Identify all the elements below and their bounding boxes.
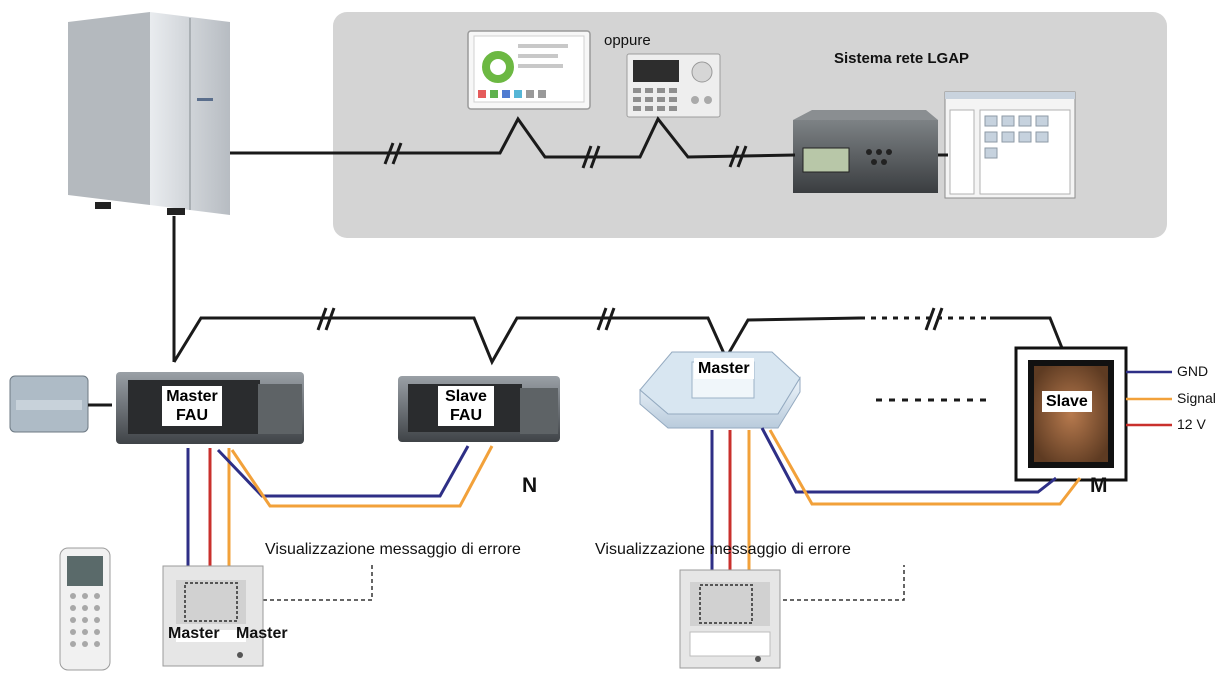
error-display-connectors — [256, 565, 905, 601]
m-label: M — [1090, 474, 1108, 497]
touch-screen-controller — [467, 30, 591, 110]
master-fau-tag-line2: FAU — [176, 407, 208, 424]
12v-label: 12 V — [1177, 416, 1206, 432]
gnd-label: GND — [1177, 363, 1209, 379]
master-wired-remote-right — [679, 569, 781, 669]
cassette-slave-wiring — [760, 427, 1082, 506]
master-wired-remote-left — [162, 565, 264, 667]
slave-fau-tag: Slave FAU — [438, 386, 494, 426]
indoor-communication-line — [172, 307, 1064, 366]
slave-terminal-wires — [1126, 370, 1172, 427]
outdoor-unit — [68, 12, 230, 215]
n-label: N — [522, 474, 538, 497]
lgap-software-window — [944, 91, 1076, 199]
slave-panel-tag: Slave — [1042, 391, 1092, 412]
master-label-1: Master — [168, 625, 220, 642]
slave-fau-tag-line2: FAU — [450, 407, 482, 424]
lgap-gateway-device — [793, 110, 938, 193]
error-display-label-1: Visualizzazione messaggio di errore — [265, 541, 521, 558]
master-cassette-tag: Master — [694, 358, 754, 379]
master-fau-tag-line1: Master — [166, 388, 218, 405]
error-display-label-2: Visualizzazione messaggio di errore — [595, 541, 851, 558]
master-slave-fau-wiring — [216, 445, 494, 508]
master-label-2: Master — [236, 625, 288, 642]
central-control-line — [230, 116, 948, 169]
signal-label: Signal — [1177, 390, 1216, 406]
interface-module — [9, 375, 89, 433]
slave-fau-tag-line1: Slave — [445, 388, 487, 405]
slave-panel-unit — [1014, 346, 1128, 482]
keypad-controller — [626, 53, 721, 118]
lgap-system-label: Sistema rete LGAP — [834, 50, 970, 67]
master-remote-wiring — [186, 448, 231, 566]
oppure-label: oppure — [604, 32, 651, 49]
cassette-remote-wiring — [710, 430, 751, 572]
handheld-remote — [59, 547, 111, 671]
master-fau-tag: Master FAU — [162, 386, 222, 426]
